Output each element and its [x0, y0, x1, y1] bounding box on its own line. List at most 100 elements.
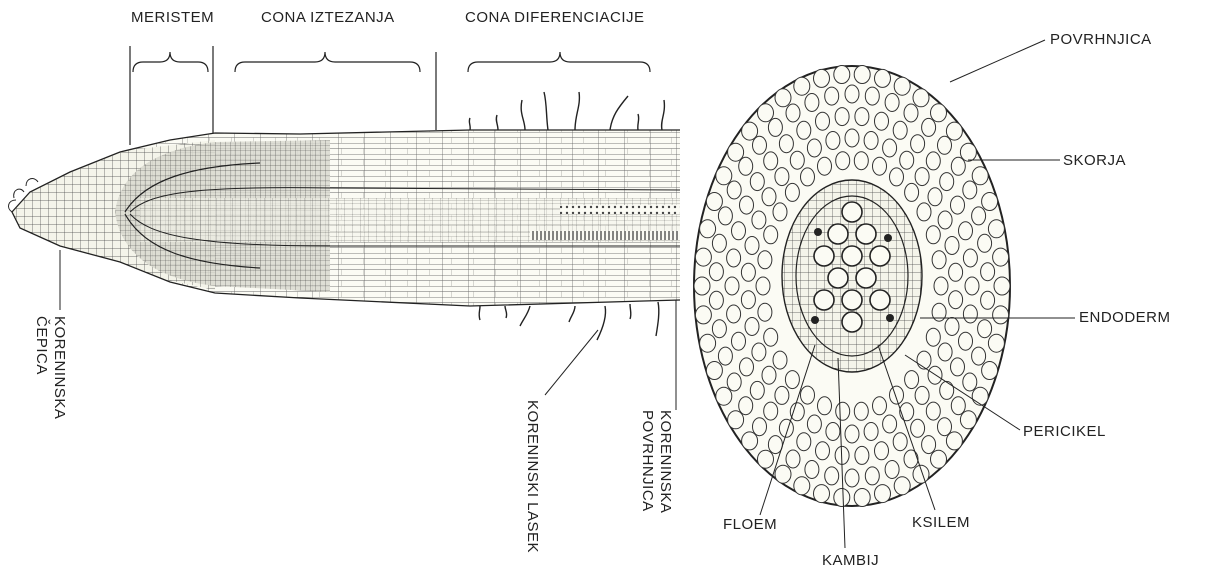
cortex-cell	[700, 220, 716, 238]
cortex-cell	[904, 450, 918, 468]
cortex-cell	[741, 291, 755, 309]
cortex-cell	[981, 263, 995, 281]
cortex-cell	[959, 332, 973, 350]
label-root-epidermis-line2: POVRHNJICA	[638, 410, 656, 513]
cortex-cell	[786, 104, 800, 122]
label-root-cap-line2: ČEPICA	[32, 316, 50, 419]
cortex-cell	[794, 477, 810, 495]
xylem-vessel	[828, 268, 848, 288]
cortex-cell	[885, 94, 899, 112]
label-cambium: KAMBIJ	[822, 553, 879, 568]
cortex-cell	[756, 277, 770, 295]
cortex-cell	[834, 489, 850, 507]
cortex-cell	[758, 303, 772, 321]
root-cross-section	[694, 66, 1010, 507]
cortex-cell	[764, 402, 778, 420]
cortex-cell	[816, 442, 830, 460]
label-epidermis: POVRHNJICA	[1050, 32, 1152, 47]
cortex-cell	[873, 157, 887, 175]
cortex-cell	[893, 121, 907, 139]
cortex-cell	[982, 193, 998, 211]
cortex-cell	[875, 69, 891, 87]
cortex-cell	[718, 347, 732, 365]
cortex-cell	[855, 446, 869, 464]
cortex-cell	[963, 305, 977, 323]
cortex-cell	[845, 469, 859, 487]
cortex-cell	[739, 157, 753, 175]
cortex-cell	[764, 226, 778, 244]
cortex-cell	[972, 207, 986, 225]
root-hairs-bottom	[479, 302, 659, 340]
cortex-cell	[917, 203, 931, 221]
cortex-cell	[758, 104, 774, 122]
cortex-cell	[890, 168, 904, 186]
xylem-vessel	[870, 290, 890, 310]
cortex-cell	[855, 108, 869, 126]
cortex-cell	[905, 371, 919, 389]
cortex-cell	[745, 237, 759, 255]
root-hairs-top	[469, 92, 664, 130]
cortex-cell	[785, 371, 799, 389]
cortex-cell	[988, 220, 1004, 238]
cortex-cell	[946, 432, 962, 450]
cortex-cell	[864, 132, 878, 150]
cortex-cell	[694, 277, 710, 295]
cortex-cell	[963, 373, 977, 391]
cortex-cell	[727, 373, 741, 391]
cortex-cell	[790, 403, 804, 421]
cortex-cell	[695, 306, 711, 324]
cortex-cell	[775, 465, 791, 483]
label-cortex: SKORJA	[1063, 153, 1126, 168]
cortex-cell	[805, 94, 819, 112]
cortex-cell	[911, 135, 925, 153]
cortex-cell	[834, 66, 850, 84]
zone-label-differentiation: CONA DIFERENCIACIJE	[465, 10, 645, 25]
cortex-cell	[938, 136, 952, 154]
cortex-cell	[934, 277, 948, 295]
label-root-cap: KORENINSKA ČEPICA	[32, 316, 68, 419]
label-root-epidermis-line1: KORENINSKA	[656, 410, 674, 513]
cortex-cell	[875, 485, 891, 503]
xylem-vessel	[842, 246, 862, 266]
cortex-cell	[938, 418, 952, 436]
label-root-hair: KORENINSKI LASEK	[523, 400, 541, 553]
cortex-cell	[959, 222, 973, 240]
cortex-cell	[940, 173, 954, 191]
cortex-cell	[883, 415, 897, 433]
cortex-cell	[945, 237, 959, 255]
cortex-cell	[807, 415, 821, 433]
cortex-cell	[762, 366, 776, 384]
cortex-cell	[893, 433, 907, 451]
cortex-cell	[873, 397, 887, 415]
cortex-cell	[938, 211, 952, 229]
cortex-cell	[951, 196, 965, 214]
cortex-cell	[740, 358, 754, 376]
cortex-cell	[732, 332, 746, 350]
cortex-cell	[900, 403, 914, 421]
cortex-cell	[894, 477, 910, 495]
cortex-cell	[745, 318, 759, 336]
cortex-cell	[700, 334, 716, 352]
cortex-cell	[825, 467, 839, 485]
cortex-cell	[727, 305, 741, 323]
cortex-cell	[865, 467, 879, 485]
cortex-cell	[864, 423, 878, 441]
cortex-cell	[900, 151, 914, 169]
cortex-cell	[775, 386, 789, 404]
cortex-cell	[753, 136, 767, 154]
cortex-cell	[740, 196, 754, 214]
cortex-cell	[865, 87, 879, 105]
label-endodermis: ENDODERM	[1079, 310, 1171, 325]
cortex-cell	[728, 143, 744, 161]
cortex-cell	[928, 188, 942, 206]
cortex-cell	[818, 397, 832, 415]
cortex-cell	[854, 402, 868, 420]
cortex-cell	[706, 193, 722, 211]
cortex-cell	[805, 461, 819, 479]
cortex-cell	[913, 89, 929, 107]
cortex-cell	[854, 152, 868, 170]
xylem-vessel	[870, 246, 890, 266]
cortex-cell	[716, 387, 732, 405]
phloem-cell	[886, 314, 894, 322]
cortex-cell	[915, 168, 929, 186]
